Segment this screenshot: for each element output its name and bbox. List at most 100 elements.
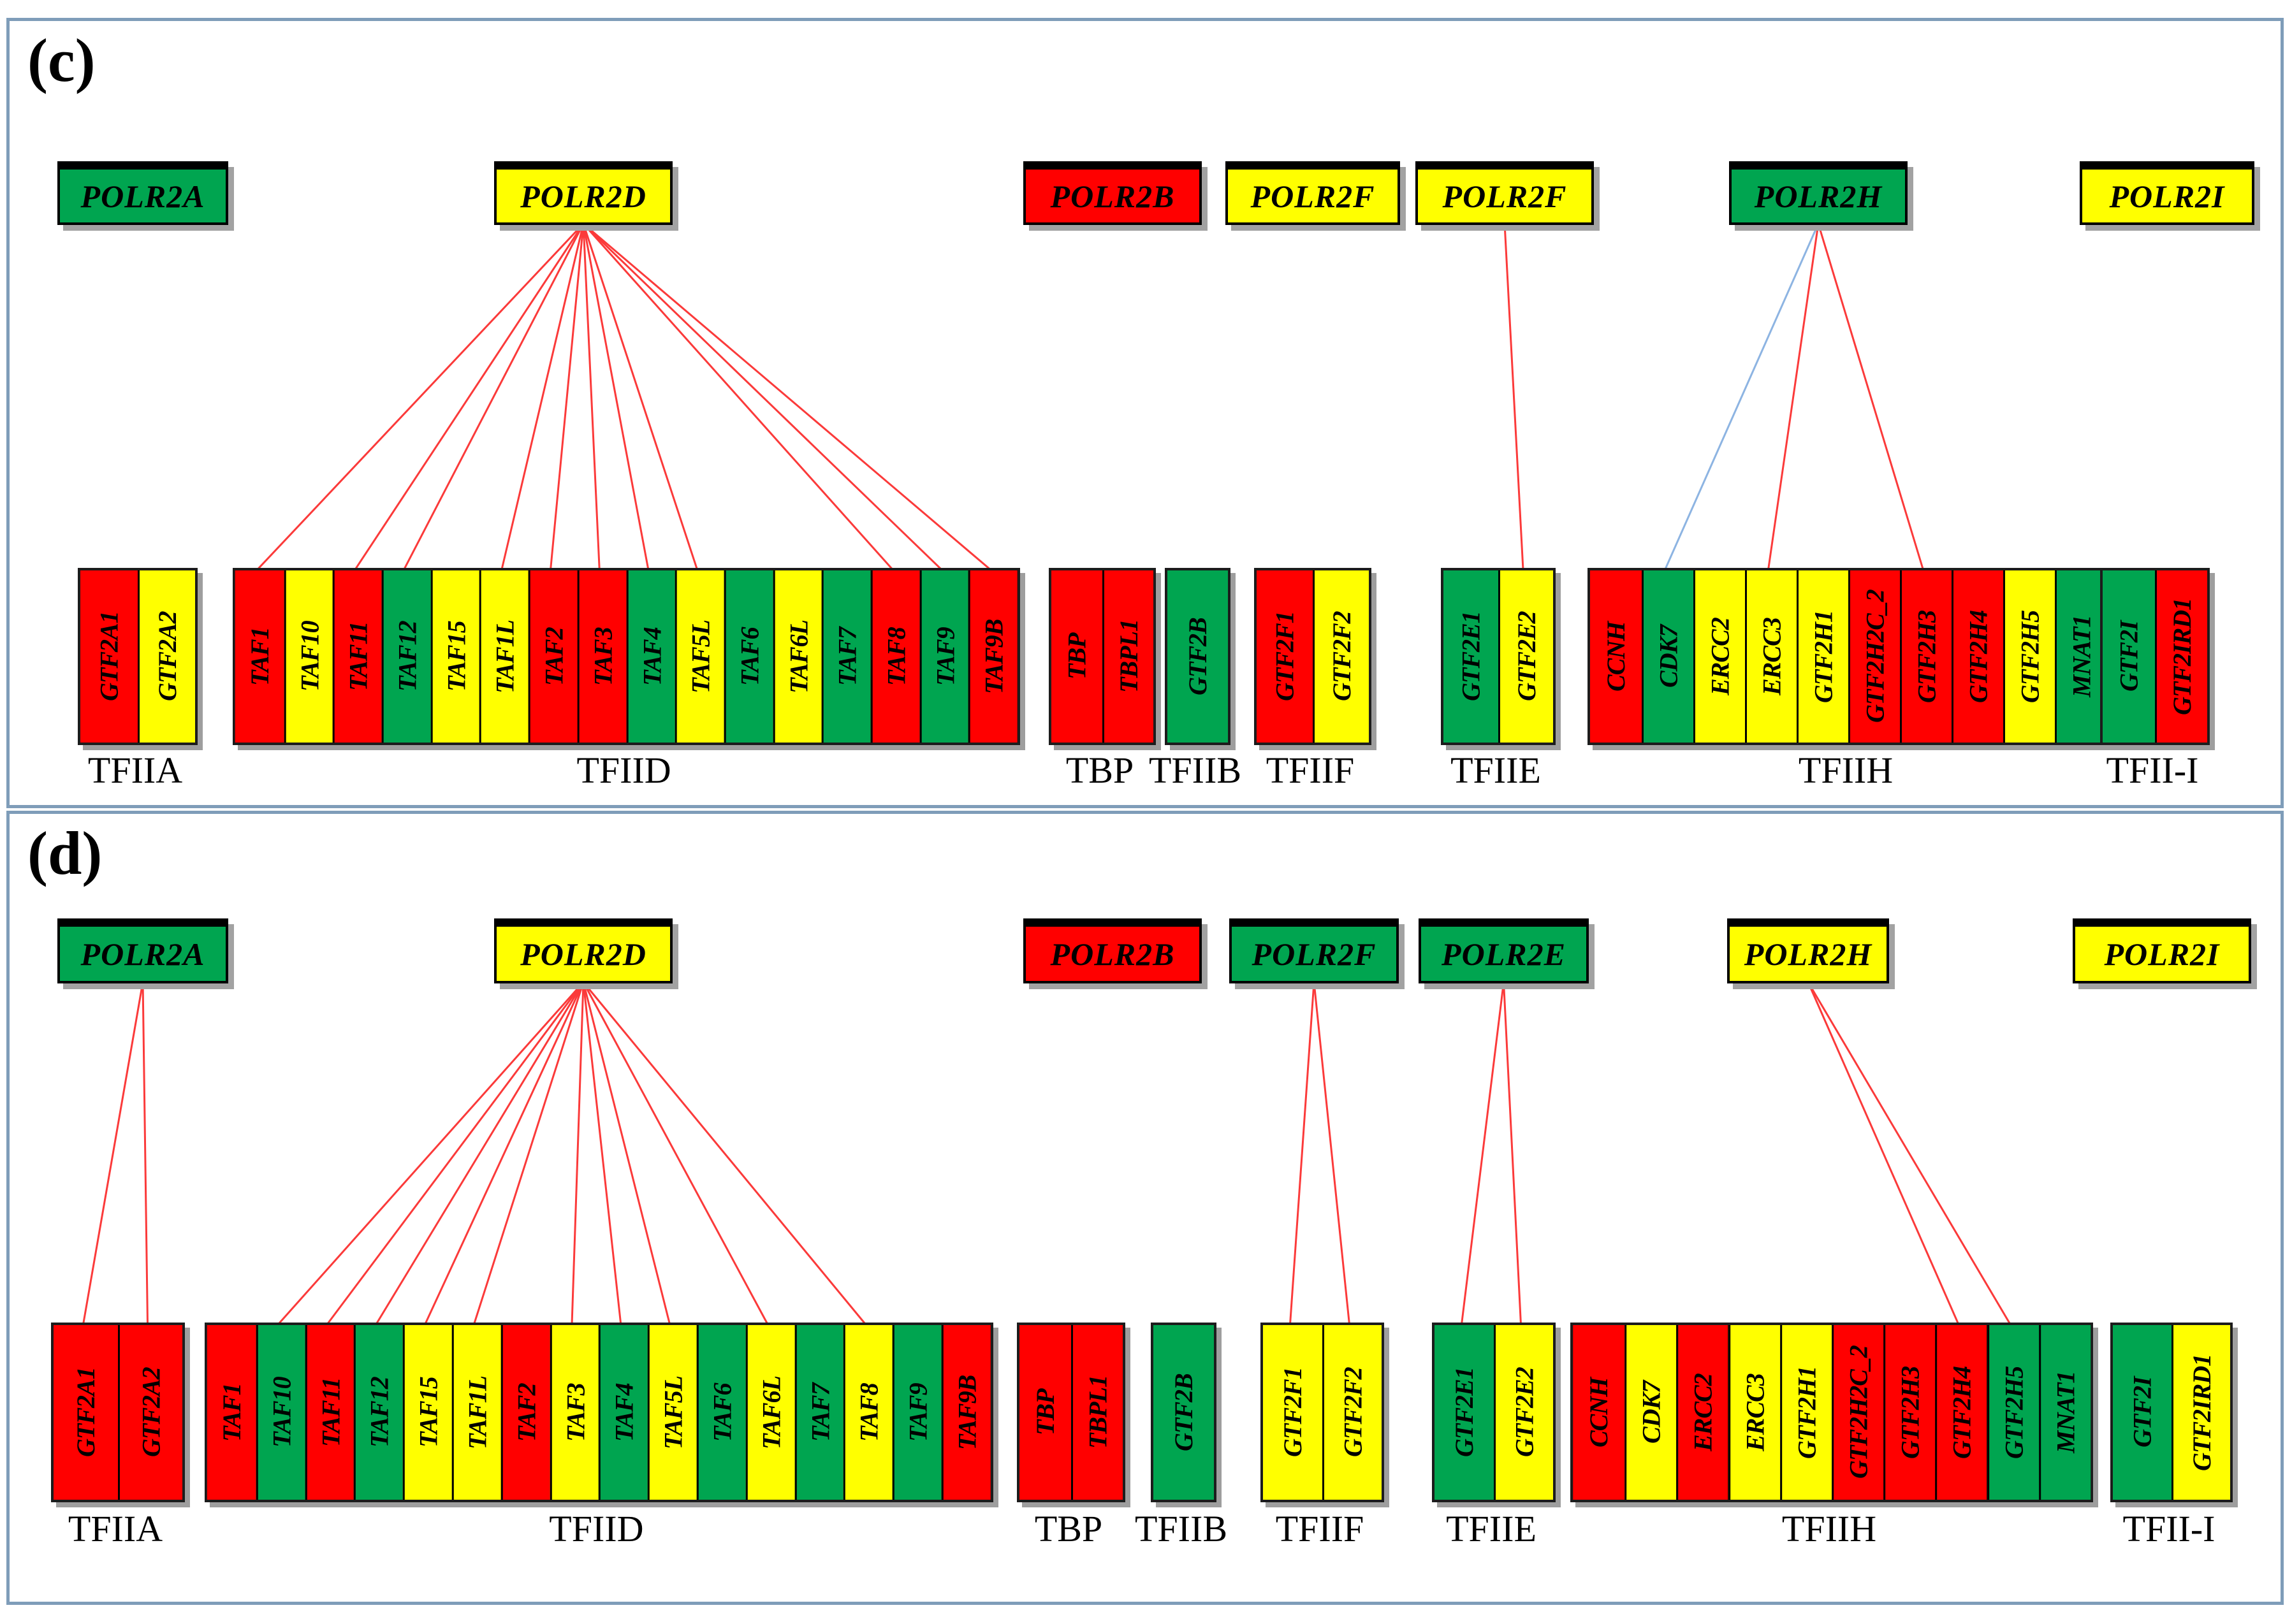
gene-box-MNAT1: MNAT1: [2038, 1325, 2091, 1500]
polr-node-POLR2D: POLR2D: [494, 918, 673, 983]
gene-box-ERCC3: ERCC3: [1745, 570, 1797, 743]
gene-box-GTF2H2C_2: GTF2H2C_2: [1831, 1325, 1884, 1500]
edge-POLR2D-TAF1: [256, 222, 585, 571]
gene-box-CCNH: CCNH: [1590, 570, 1642, 743]
edge-POLR2D-TAF5L: [582, 223, 699, 570]
gene-box-GTF2F1: GTF2F1: [1257, 570, 1313, 743]
gene-box-GTF2IRD1: GTF2IRD1: [2172, 1325, 2230, 1500]
polr-node-POLR2A: POLR2A: [57, 161, 228, 225]
group-label-TFIIH: TFIIH: [1781, 1508, 1877, 1549]
gene-box-GTF2H5: GTF2H5: [2003, 570, 2055, 743]
edge-POLR2D-TAF5L: [582, 982, 671, 1325]
gene-box-TAF11: TAF11: [333, 570, 383, 743]
gene-box-TBPL1: TBPL1: [1102, 570, 1153, 743]
edge-POLR2D-TAF11: [326, 982, 585, 1325]
gene-box-GTF2B: GTF2B: [1153, 1325, 1214, 1500]
edge-POLR2D-TAF8: [582, 982, 866, 1325]
gene-box-GTF2I: GTF2I: [2103, 570, 2155, 743]
gene-box-TAF8: TAF8: [870, 570, 920, 743]
gene-box-GTF2IRD1: GTF2IRD1: [2155, 570, 2207, 743]
polr-node-POLR2I: POLR2I: [2080, 161, 2254, 225]
edge-layer-d: [82, 982, 2011, 1325]
gene-box-TAF9: TAF9: [893, 1325, 942, 1500]
gene-box-TAF3: TAF3: [577, 570, 627, 743]
polr-node-POLR2F: POLR2F: [1415, 161, 1594, 225]
gene-box-TAF1: TAF1: [207, 1325, 256, 1500]
gene-box-GTF2F1: GTF2F1: [1263, 1325, 1322, 1500]
edge-POLR2A-GTF2A2: [142, 982, 149, 1325]
gene-box-GTF2H2C_2: GTF2H2C_2: [1848, 570, 1900, 743]
gene-box-ERCC2: ERCC2: [1693, 570, 1745, 743]
gene-box-GTF2A1: GTF2A1: [54, 1325, 118, 1500]
gene-box-TAF9B: TAF9B: [968, 570, 1018, 743]
polr-node-POLR2F: POLR2F: [1225, 161, 1400, 225]
gene-box-GTF2E1: GTF2E1: [1443, 570, 1498, 743]
gene-box-TBP: TBP: [1051, 570, 1102, 743]
polr-node-POLR2B: POLR2B: [1023, 918, 1202, 983]
group-label-TFIIE: TFIIE: [1450, 750, 1541, 791]
gene-box-GTF2B: GTF2B: [1167, 570, 1228, 743]
gene-box-TAF3: TAF3: [550, 1325, 599, 1500]
polr-node-POLR2H: POLR2H: [1729, 161, 1908, 225]
gene-box-GTF2I: GTF2I: [2113, 1325, 2172, 1500]
gene-box-GTF2H1: GTF2H1: [1779, 1325, 1832, 1500]
gene-box-TAF2: TAF2: [529, 570, 578, 743]
gene-box-TBP: TBP: [1019, 1325, 1071, 1500]
gene-box-TAF1L: TAF1L: [451, 1325, 501, 1500]
edge-POLR2E-GTF2E2: [1503, 982, 1522, 1325]
edge-POLR2D-TAF3: [582, 223, 601, 570]
edge-POLR2D-TAF2: [550, 223, 585, 570]
gene-box-TAF12: TAF12: [354, 1325, 404, 1500]
gene-box-TAF8: TAF8: [843, 1325, 893, 1500]
group-label-TFII-I: TFII-I: [2122, 1508, 2215, 1549]
polr-node-POLR2A: POLR2A: [57, 918, 228, 983]
group-label-TFIIA: TFIIA: [68, 1508, 163, 1549]
gene-box-TAF15: TAF15: [430, 570, 480, 743]
gene-box-ERCC2: ERCC2: [1676, 1325, 1728, 1500]
gene-box-TAF12: TAF12: [382, 570, 431, 743]
gene-box-GTF2A2: GTF2A2: [118, 1325, 182, 1500]
group-label-TFIIB: TFIIB: [1135, 1508, 1227, 1549]
gene-box-TAF6: TAF6: [696, 1325, 746, 1500]
group-label-TFIID: TFIID: [576, 750, 671, 791]
gene-box-CDK7: CDK7: [1624, 1325, 1677, 1500]
polr-node-POLR2F: POLR2F: [1229, 918, 1399, 983]
edge-POLR2D-TAF11: [354, 223, 585, 570]
gene-box-TAF7: TAF7: [822, 570, 871, 743]
edge-POLR2F-GTF2E2: [1503, 223, 1524, 570]
gene-box-TAF1: TAF1: [235, 570, 284, 743]
edge-POLR2A-GTF2A1: [82, 982, 144, 1325]
edge-POLR2D-TAF1L: [500, 223, 585, 570]
edge-POLR2F-GTF2F1: [1289, 982, 1315, 1325]
group-label-TFIID: TFIID: [549, 1508, 644, 1549]
group-label-TBP: TBP: [1065, 750, 1134, 791]
gene-box-CCNH: CCNH: [1573, 1325, 1625, 1500]
gene-box-GTF2E2: GTF2E2: [1498, 570, 1553, 743]
group-label-TFIIF: TFIIF: [1275, 1508, 1364, 1549]
gene-box-TAF2: TAF2: [500, 1325, 550, 1500]
edge-POLR2H-GTF2H3: [1817, 223, 1924, 570]
edge-POLR2H-ERCC3: [1767, 223, 1820, 570]
gene-box-MNAT1: MNAT1: [2055, 570, 2106, 743]
group-label-TBP: TBP: [1034, 1508, 1103, 1549]
polr-node-POLR2B: POLR2B: [1023, 161, 1202, 225]
gene-box-GTF2H3: GTF2H3: [1883, 1325, 1936, 1500]
edge-POLR2D-TAF4: [582, 223, 650, 570]
gene-box-GTF2A2: GTF2A2: [138, 570, 195, 743]
edge-POLR2D-TAF4: [582, 982, 622, 1325]
gene-box-TAF5L: TAF5L: [675, 570, 724, 743]
gene-box-GTF2E2: GTF2E2: [1494, 1325, 1553, 1500]
panel-d-letter: (d): [27, 819, 103, 887]
gene-box-ERCC3: ERCC3: [1728, 1325, 1780, 1500]
edge-layer-c: [256, 222, 1924, 571]
